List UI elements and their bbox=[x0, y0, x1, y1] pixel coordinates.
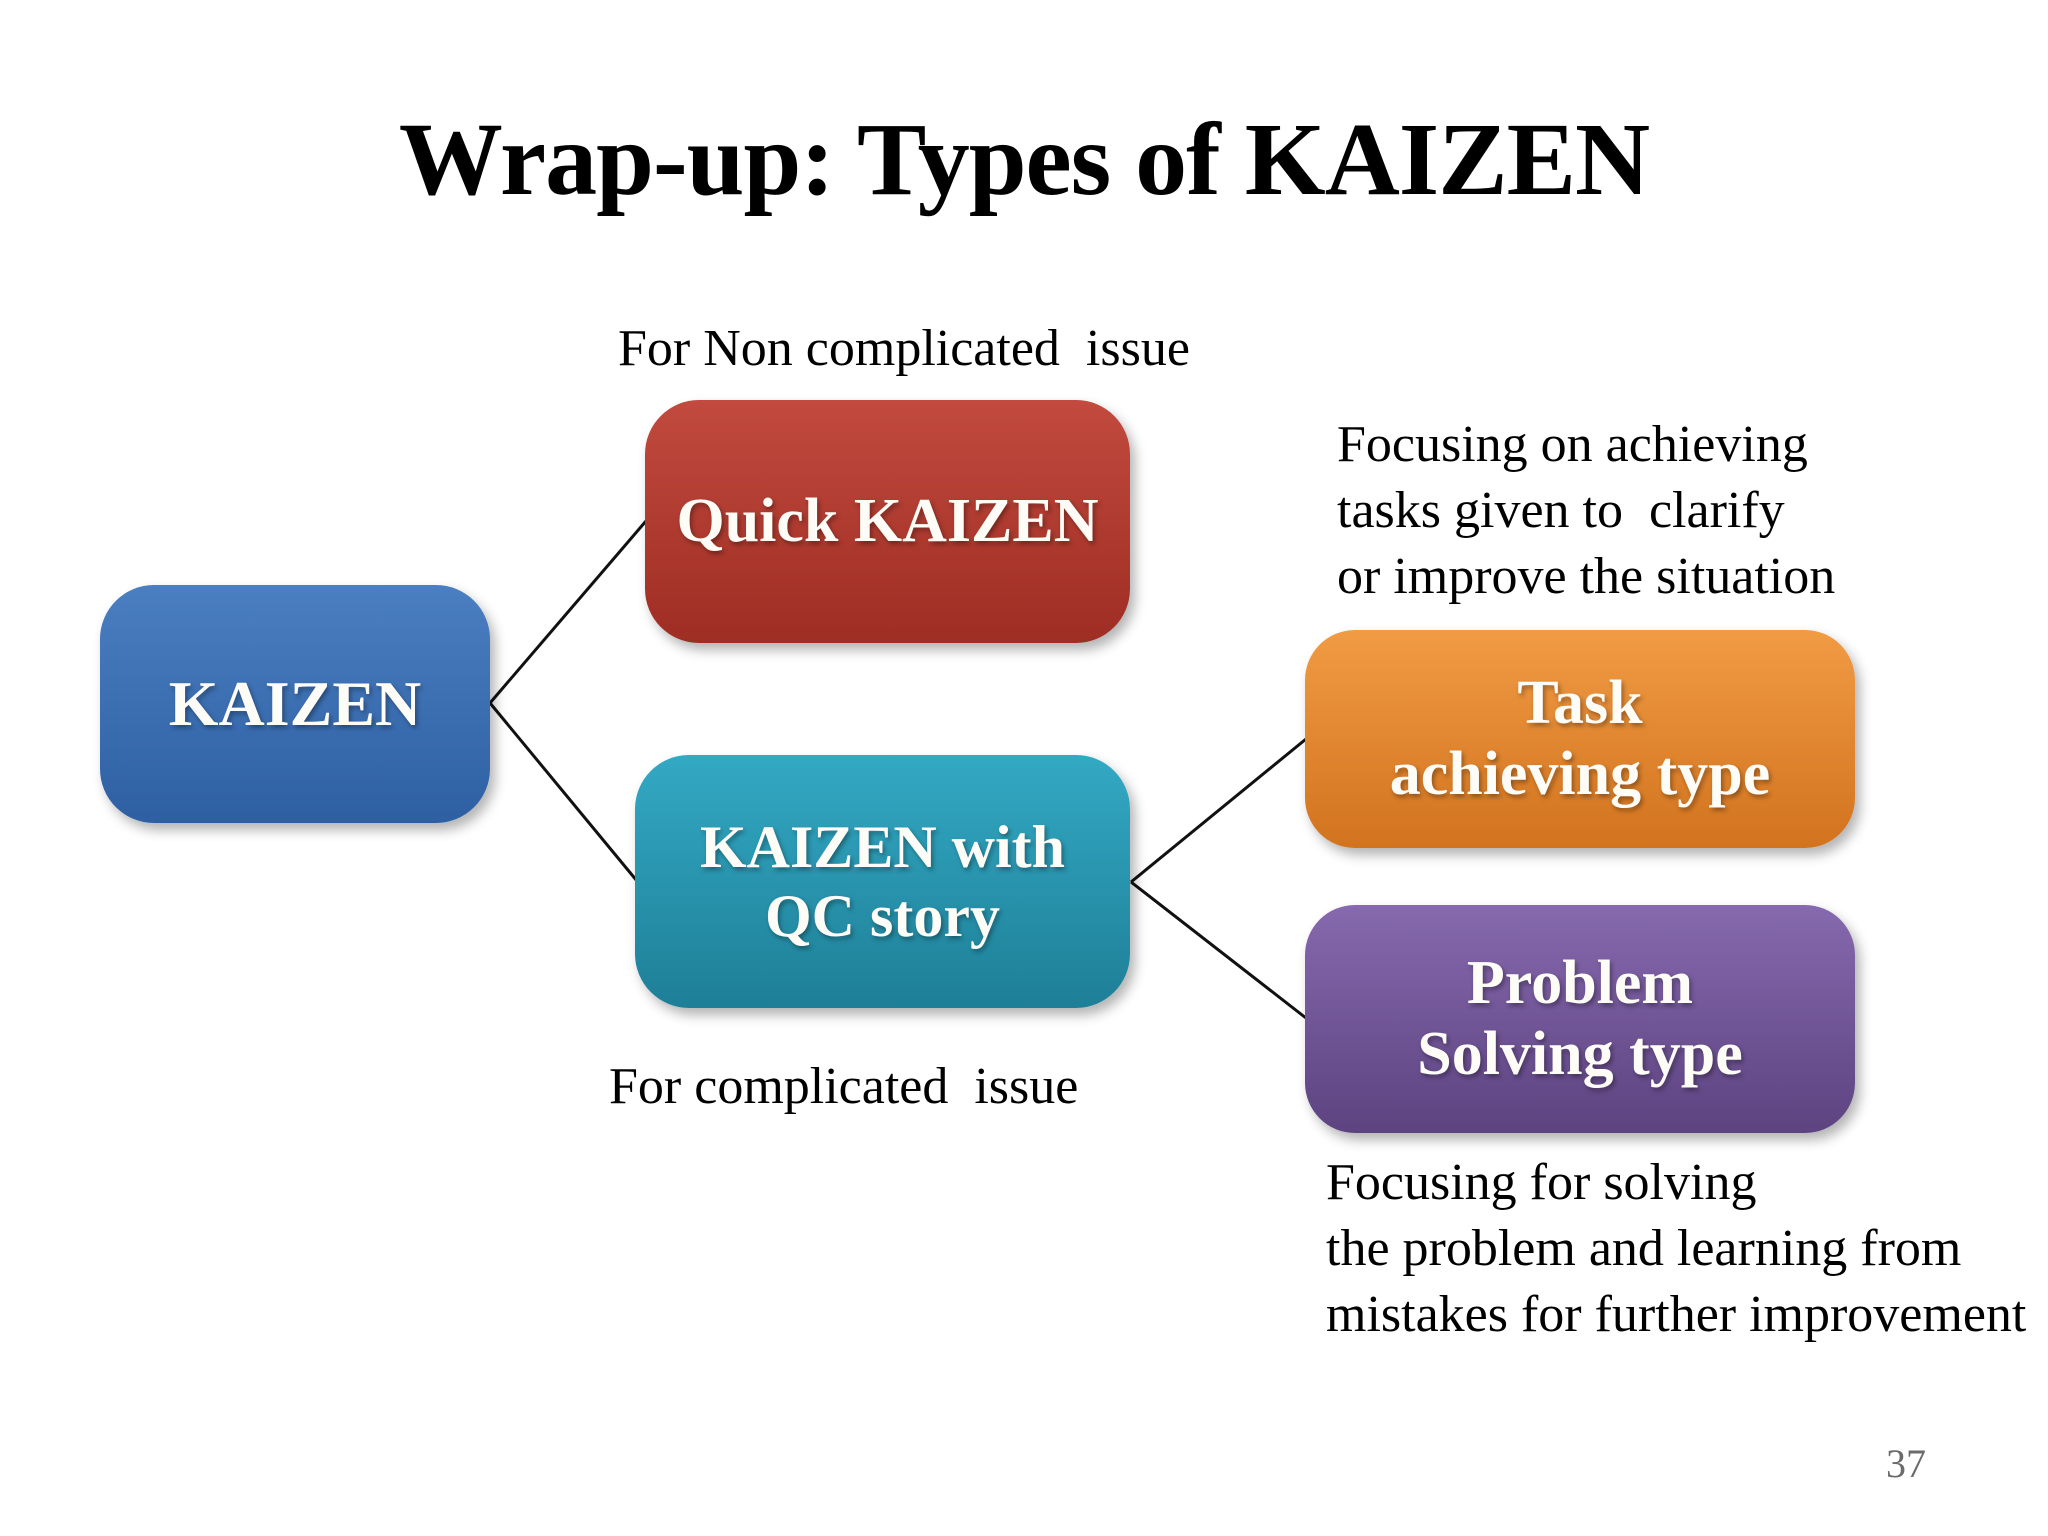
node-kaizen: KAIZEN bbox=[100, 585, 490, 823]
annotation-task-achieving-note: Focusing on achieving tasks given to cla… bbox=[1337, 416, 1836, 605]
node-task-achieving-type: Task achieving type bbox=[1305, 630, 1855, 848]
node-kaizen-label: KAIZEN bbox=[168, 667, 422, 739]
annotation-complicated-issue: For complicated issue bbox=[609, 1058, 1079, 1115]
node-kaizen-qc-story-label: KAIZEN with QC story bbox=[699, 814, 1066, 949]
connector-kaizen-to-qc bbox=[488, 702, 639, 882]
page-number: 37 bbox=[1886, 1441, 1926, 1486]
annotation-non-complicated-issue: For Non complicated issue bbox=[618, 320, 1190, 377]
annotation-problem-solving-note: Focusing for solving the problem and lea… bbox=[1326, 1154, 2027, 1343]
node-quick-kaizen-label: Quick KAIZEN bbox=[676, 487, 1099, 556]
node-quick-kaizen: Quick KAIZEN bbox=[645, 400, 1130, 643]
connector-qc-to-task bbox=[1130, 737, 1307, 884]
node-kaizen-qc-story: KAIZEN with QC story bbox=[635, 755, 1130, 1008]
node-problem-solving-type: Problem Solving type bbox=[1305, 905, 1855, 1133]
node-task-achieving-type-label: Task achieving type bbox=[1389, 669, 1771, 808]
connector-kaizen-to-quick bbox=[488, 520, 648, 704]
slide-title: Wrap-up: Types of KAIZEN bbox=[398, 102, 1650, 217]
connector-qc-to-problem bbox=[1130, 880, 1307, 1020]
node-problem-solving-type-label: Problem Solving type bbox=[1417, 949, 1743, 1088]
